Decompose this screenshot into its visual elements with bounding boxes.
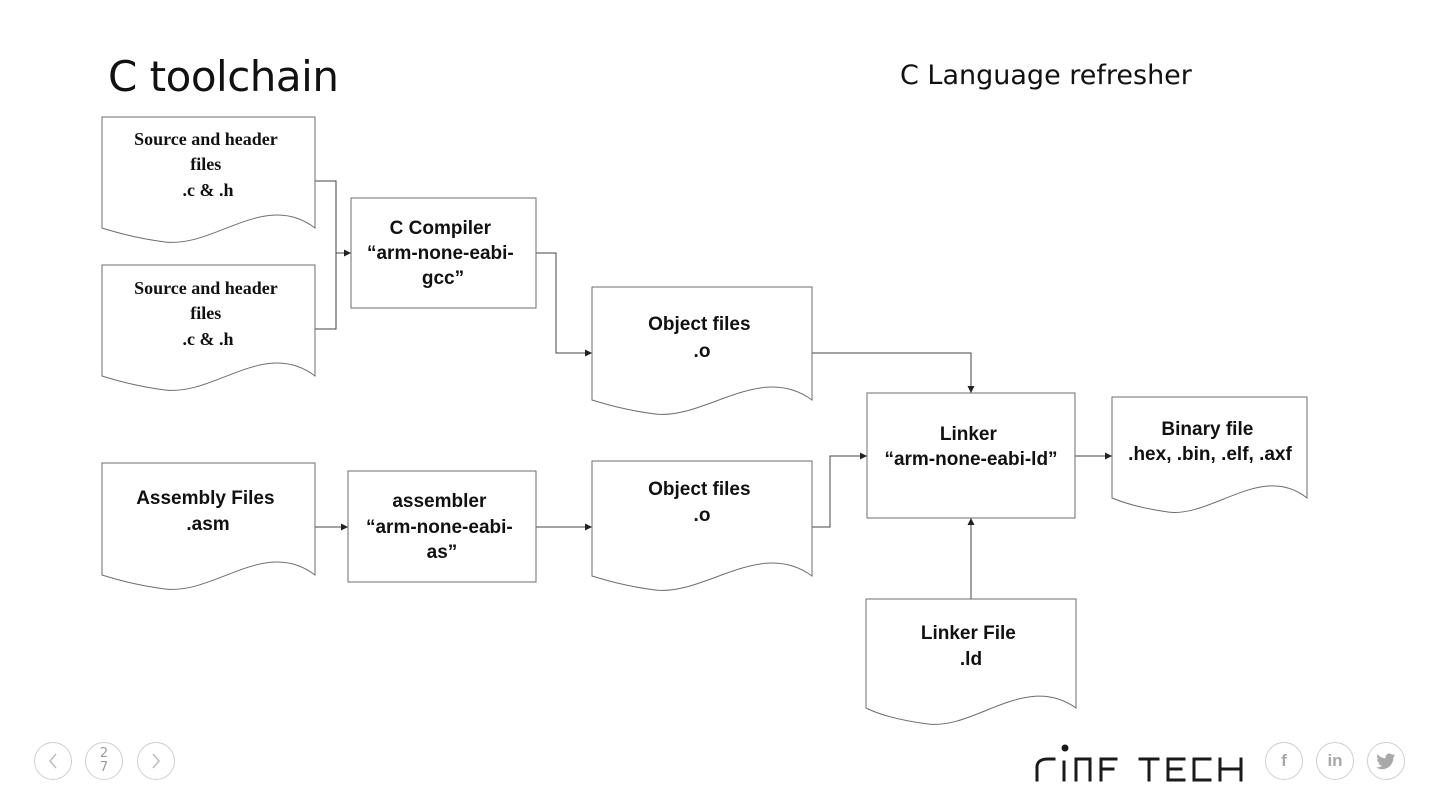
linkedin-icon: in — [1327, 751, 1343, 770]
svg-text:Linker “arm-none-eabi-ld: Linker “arm-none-eabi-ld” — [884, 424, 1057, 470]
connector-source1-to-compiler — [315, 180, 337, 253]
svg-text:Object files .o: Object files .o — [648, 479, 756, 526]
chevron-right-icon — [152, 753, 160, 769]
svg-text:C Compiler “arm-none-eab: C Compiler “arm-none-eabi- gcc” — [367, 218, 519, 289]
svg-text:Source and header files: Source and header files .c & .h — [134, 278, 282, 349]
object-files-node-2: Object files .o — [591, 460, 813, 591]
linker-node: Linker “arm-none-eabi-ld” — [866, 392, 1076, 519]
arrow-object2-to-linker — [812, 452, 867, 528]
linker-file-node: Linker File .ld — [865, 598, 1077, 725]
linkedin-button[interactable]: in — [1316, 742, 1354, 780]
twitter-icon — [1376, 753, 1396, 769]
svg-text:Assembly Files .asm: Assembly Files .asm — [136, 488, 280, 535]
page-number-bottom-digit: 7 — [99, 760, 109, 775]
chevron-left-icon — [49, 753, 57, 769]
finf-tech-logo — [1035, 744, 1243, 782]
object-files-node-1: Object files .o — [591, 286, 813, 415]
source-header-files-node-1: Source and header files .c & .h — [101, 116, 316, 243]
assembly-files-node: Assembly Files .asm — [101, 462, 316, 590]
connector-source2-to-compiler — [315, 253, 337, 330]
assembler-node: assembler “arm-none-eabi- as” — [347, 470, 537, 583]
arrow-compiler-to-object1 — [536, 252, 592, 357]
previous-slide-button[interactable] — [34, 742, 72, 780]
svg-text:Object files .o: Object files .o — [648, 314, 756, 362]
facebook-icon: f — [1281, 751, 1287, 770]
page-number-top-digit: 2 — [99, 746, 109, 761]
slide-title: C toolchain — [108, 52, 339, 101]
facebook-button[interactable]: f — [1265, 742, 1303, 780]
binary-file-node: Binary file .hex, .bin, .elf, .axf — [1111, 396, 1308, 513]
svg-text:Binary file .hex, .bin,: Binary file .hex, .bin, .elf, .axf — [1128, 419, 1292, 465]
svg-text:assembler “arm-none-eabi: assembler “arm-none-eabi- as” — [366, 491, 518, 563]
svg-text:Source and header files: Source and header files .c & .h — [134, 129, 282, 200]
next-slide-button[interactable] — [137, 742, 175, 780]
twitter-button[interactable] — [1367, 742, 1405, 780]
svg-text:Linker File .ld: Linker File .ld — [921, 623, 1021, 670]
source-header-files-node-2: Source and header files .c & .h — [101, 264, 316, 391]
slide-subtitle: C Language refresher — [900, 60, 1192, 91]
c-compiler-node: C Compiler “arm-none-eabi- gcc” — [350, 197, 537, 309]
page-number-indicator: 2 7 — [85, 742, 123, 780]
arrow-object1-to-linker — [812, 352, 975, 393]
